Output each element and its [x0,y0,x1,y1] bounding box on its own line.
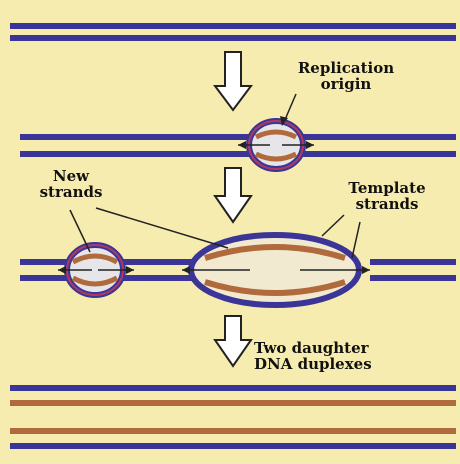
down-arrow-1 [215,52,251,110]
small-fork-arrowhead-left [58,266,66,274]
fork-arrowhead-right [306,141,314,149]
down-arrow-3 [215,316,251,366]
origin-row [20,94,456,169]
bubbles-row [20,208,456,305]
parental-duplex [10,26,456,38]
daughter-duplexes [10,388,456,446]
large-fork-arrowhead-left [182,266,190,274]
template-strands-label: Template strands [332,180,442,212]
large-fork-arrowhead-right [362,266,370,274]
small-fork-arrowhead-right [126,266,134,274]
down-arrow-2 [215,168,251,222]
template-pointer-top [322,215,344,236]
new-strands-pointer-large [96,208,228,248]
fork-arrowhead-left [238,141,246,149]
daughter-duplexes-label: Two daughter DNA duplexes [254,340,394,372]
new-strands-label: New strands [36,168,106,200]
template-pointer-right [352,222,360,258]
replication-origin-label: Replication origin [296,60,396,92]
